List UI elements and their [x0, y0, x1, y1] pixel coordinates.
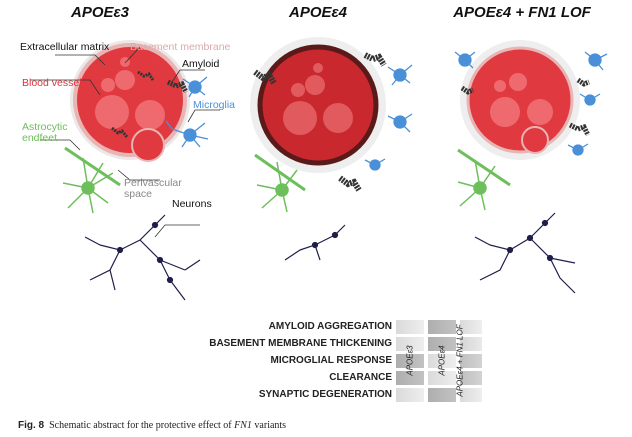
heatmap-cell: [460, 371, 482, 385]
caption-gene: FN1: [234, 420, 252, 431]
caption-text: Schematic abstract for the protective ef…: [49, 420, 235, 431]
heatmap-row-label: MICROGLIAL RESPONSE: [270, 355, 393, 366]
panel-apoe3-microglia: [165, 76, 209, 148]
heatmap-cell: [428, 371, 456, 385]
heatmap-cell: [460, 320, 482, 334]
panel-apoe3-amyloid: [166, 79, 189, 94]
heatmap-cell: [396, 388, 424, 402]
heatmap-cell: [396, 371, 424, 385]
panel-apoe4-amyloid: [253, 52, 387, 192]
panel-fn1-amyloid: [460, 77, 591, 137]
caption-label: Fig. 8: [18, 420, 45, 431]
heatmap-cell: [428, 337, 456, 351]
panel-apoe3-vessel: [70, 40, 190, 162]
heatmap-column-label: APOEε4 + FN1 LOF: [455, 324, 465, 397]
heatmap-cell: [396, 320, 424, 334]
heatmap-cell: [428, 354, 456, 368]
panel-apoe3-neurons: [84, 214, 201, 301]
heatmap-row-label: CLEARANCE: [329, 372, 392, 383]
panel-apoe3-astrocyte: [62, 146, 121, 214]
panel-fn1-astrocyte: [457, 148, 511, 211]
label-leader-lines: [30, 46, 220, 238]
panel-title-apoe4-fn1-lof: APOEε4 + FN1 LOF: [453, 4, 591, 21]
heatmap-column-label: APOEε4: [437, 345, 447, 376]
heatmap-column-label: APOEε3: [405, 345, 415, 376]
heatmap-cell: [428, 320, 456, 334]
label-microglia: Microglia: [193, 99, 236, 111]
heatmap-cell: [396, 354, 424, 368]
heatmap-row-label: AMYLOID AGGREGATION: [268, 321, 392, 332]
label-basement-membrane: Basement membrane: [130, 41, 231, 53]
heatmap-cell: [460, 337, 482, 351]
panel-title-apoe4: APOEε4: [288, 4, 348, 21]
label-blood-vessel: Blood vessel: [22, 77, 82, 89]
heatmap-row-label: BASEMENT MEMBRANE THICKENING: [209, 338, 392, 349]
label-perivascular-space: Perivascular space: [124, 177, 182, 200]
label-amyloid: Amyloid: [182, 58, 220, 70]
panel-title-apoe3: APOEε3: [70, 4, 130, 21]
caption-text-end: variants: [251, 420, 287, 431]
panel-fn1-vessel: [460, 40, 580, 160]
label-extracellular-matrix: Extracellular matrix: [20, 41, 110, 53]
panel-fn1-neurons: [474, 212, 576, 294]
panel-apoe4-astrocyte: [254, 153, 306, 213]
heatmap-cell: [460, 388, 482, 402]
label-neurons: Neurons: [172, 198, 212, 210]
heatmap-cell: [460, 354, 482, 368]
panel-apoe4-neurons: [284, 224, 346, 261]
panel-fn1-microglia: [454, 51, 608, 156]
panel-apoe4-microglia: [364, 64, 413, 171]
heatmap-cell: [396, 337, 424, 351]
heatmap-cell: [428, 388, 456, 402]
figure-caption: Fig. 8 Schematic abstract for the protec…: [18, 420, 286, 431]
label-astrocytic-endfeet: Astrocytic endfeet: [22, 121, 68, 144]
panel-apoe4-vessel: [250, 37, 386, 173]
heatmap-row-label: SYNAPTIC DEGENERATION: [258, 389, 392, 400]
